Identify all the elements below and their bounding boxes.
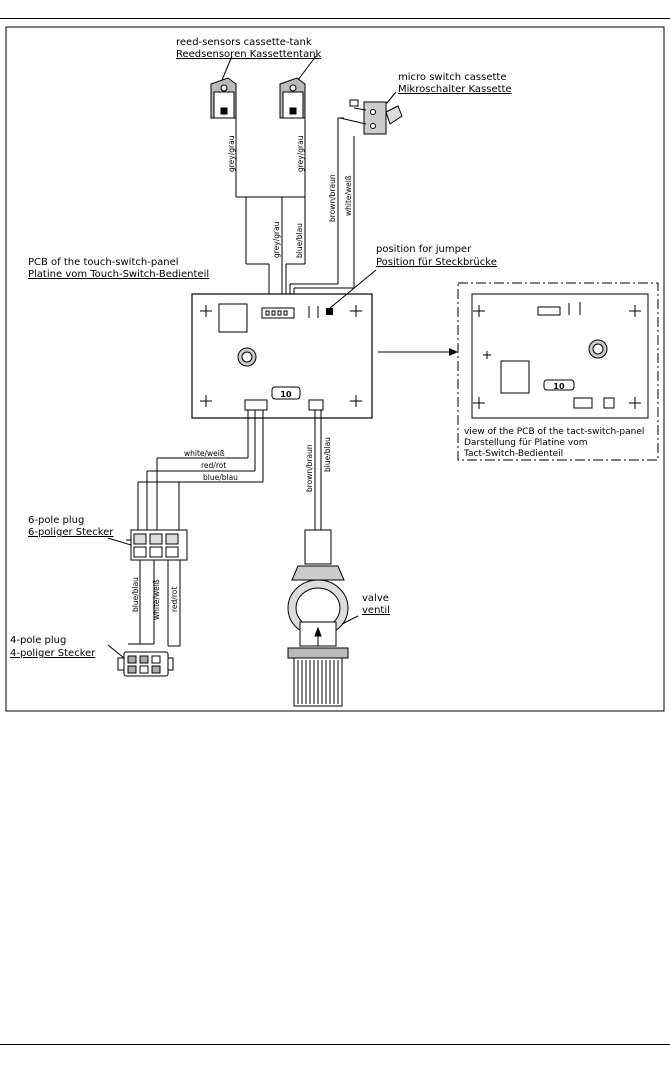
pcb-number: 10 [280,390,292,399]
wire-blue-top: blue/blau [295,223,304,258]
label-plug6-de: 6-poliger Stecker [28,527,114,538]
view-pcb-number: 10 [553,382,565,391]
wire-brown-top: brown/braun [328,174,337,222]
label-plug4-en: 4-pole plug [10,635,66,646]
pcb-display-window [218,303,248,333]
view-pcb-details [473,302,641,409]
pcb-connector-bottom-right [308,399,324,411]
label-reed-de: Reedsensoren Kassettentank [176,49,322,60]
label-view-de2: Tact-Switch-Bedienteil [463,449,563,459]
jumper-position [326,308,333,315]
wire-white-horizontal: white/weiß [184,449,225,458]
label-view-en: view of the PCB of the tact-switch-panel [464,427,644,437]
label-reed-en: reed-sensors cassette-tank [176,37,312,48]
four-pole-plug [117,651,174,677]
wire-red-horizontal: red/rot [201,461,226,470]
diagram-frame [5,26,665,712]
plug-wires [128,410,322,647]
view-panel-frame [457,282,659,461]
wire-blue-horizontal: blue/blau [203,473,238,482]
header-rule [0,18,670,19]
label-micro-de: Mikroschalter Kassette [398,84,512,95]
wire-blue-valve: blue/blau [323,437,332,472]
label-jumper-en: position for jumper [376,244,472,255]
label-plug4-de: 4-poliger Stecker [10,648,96,659]
wire-grey-right: grey/grau [296,135,305,172]
pcb-mount-holes [200,305,362,407]
wire-red-lower: red/rot [170,587,179,612]
arrow-right [449,348,458,356]
pcb-connector-bottom-left [244,399,268,411]
label-micro-en: micro switch cassette [398,72,507,83]
reed-sensor-right [279,77,306,119]
micro-switch [339,99,403,135]
pcb-number-box [271,386,301,400]
label-pcb-en: PCB of the touch-switch-panel [28,257,179,268]
wire-grey-mid: grey/grau [272,221,281,258]
wire-grey-left: grey/grau [227,135,236,172]
label-pcb-de: Platine vom Touch-Switch-Bedienteil [28,269,209,280]
label-valve-de: ventil [362,605,390,616]
valve-thread [297,660,339,704]
reed-wires [235,117,355,300]
footer-rule [0,1044,670,1045]
label-jumper-de: Position für Steckbrücke [376,257,497,268]
label-view-de1: Darstellung für Platine vom [464,438,588,448]
wire-blue-lower: blue/blau [131,577,140,612]
six-pole-plug [126,529,188,561]
wire-brown-valve: brown/braun [305,444,314,492]
label-valve-en: valve [362,593,389,604]
label-plug6-en: 6-pole plug [28,515,84,526]
reed-sensor-left [210,77,237,119]
wire-white-top: white/weiß [344,175,353,216]
wire-white-lower: white/weiß [152,579,161,620]
